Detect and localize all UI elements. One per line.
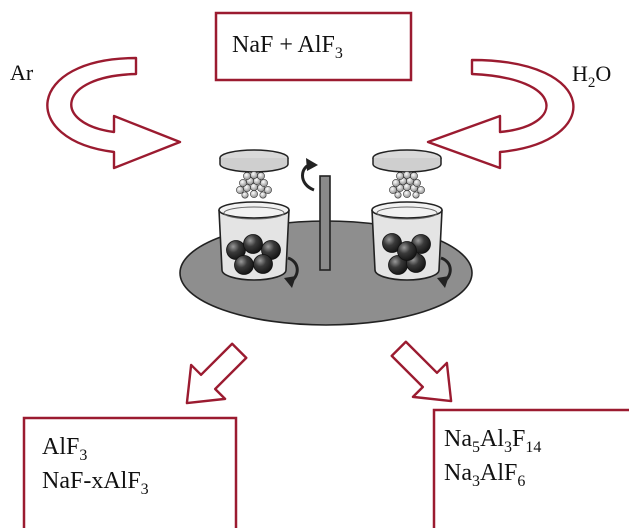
water-vapor-label: H2O [572, 61, 611, 91]
reactants-box: NaF + AlF3 [214, 11, 413, 82]
product-chiolite: Na5Al3F14 [444, 426, 541, 456]
argon-products-box: AlF3 NaF-xAlF3 [22, 416, 238, 528]
down-right-arrow-icon [390, 340, 453, 403]
product-alf3: AlF3 [42, 434, 87, 464]
reactants-label: NaF + AlF3 [232, 32, 343, 62]
water-products-box: Na5Al3F14 Na3AlF6 [432, 408, 629, 528]
powder-pile-left [236, 171, 272, 199]
left-curved-arrow-icon [46, 56, 182, 170]
right-curved-arrow-icon [426, 58, 575, 170]
left-milling-jar [218, 149, 299, 288]
powder-pile-right [389, 171, 425, 199]
argon-label: Ar [10, 60, 34, 85]
product-naf-xalf3: NaF-xAlF3 [42, 468, 149, 498]
down-left-arrow-icon [185, 342, 248, 405]
milling-balls-left [226, 234, 281, 275]
product-cryolite: Na3AlF6 [444, 460, 525, 490]
planetary-ball-mill [179, 149, 473, 326]
milling-balls-right [382, 233, 431, 275]
central-shaft [319, 175, 331, 271]
right-milling-jar [371, 149, 452, 288]
